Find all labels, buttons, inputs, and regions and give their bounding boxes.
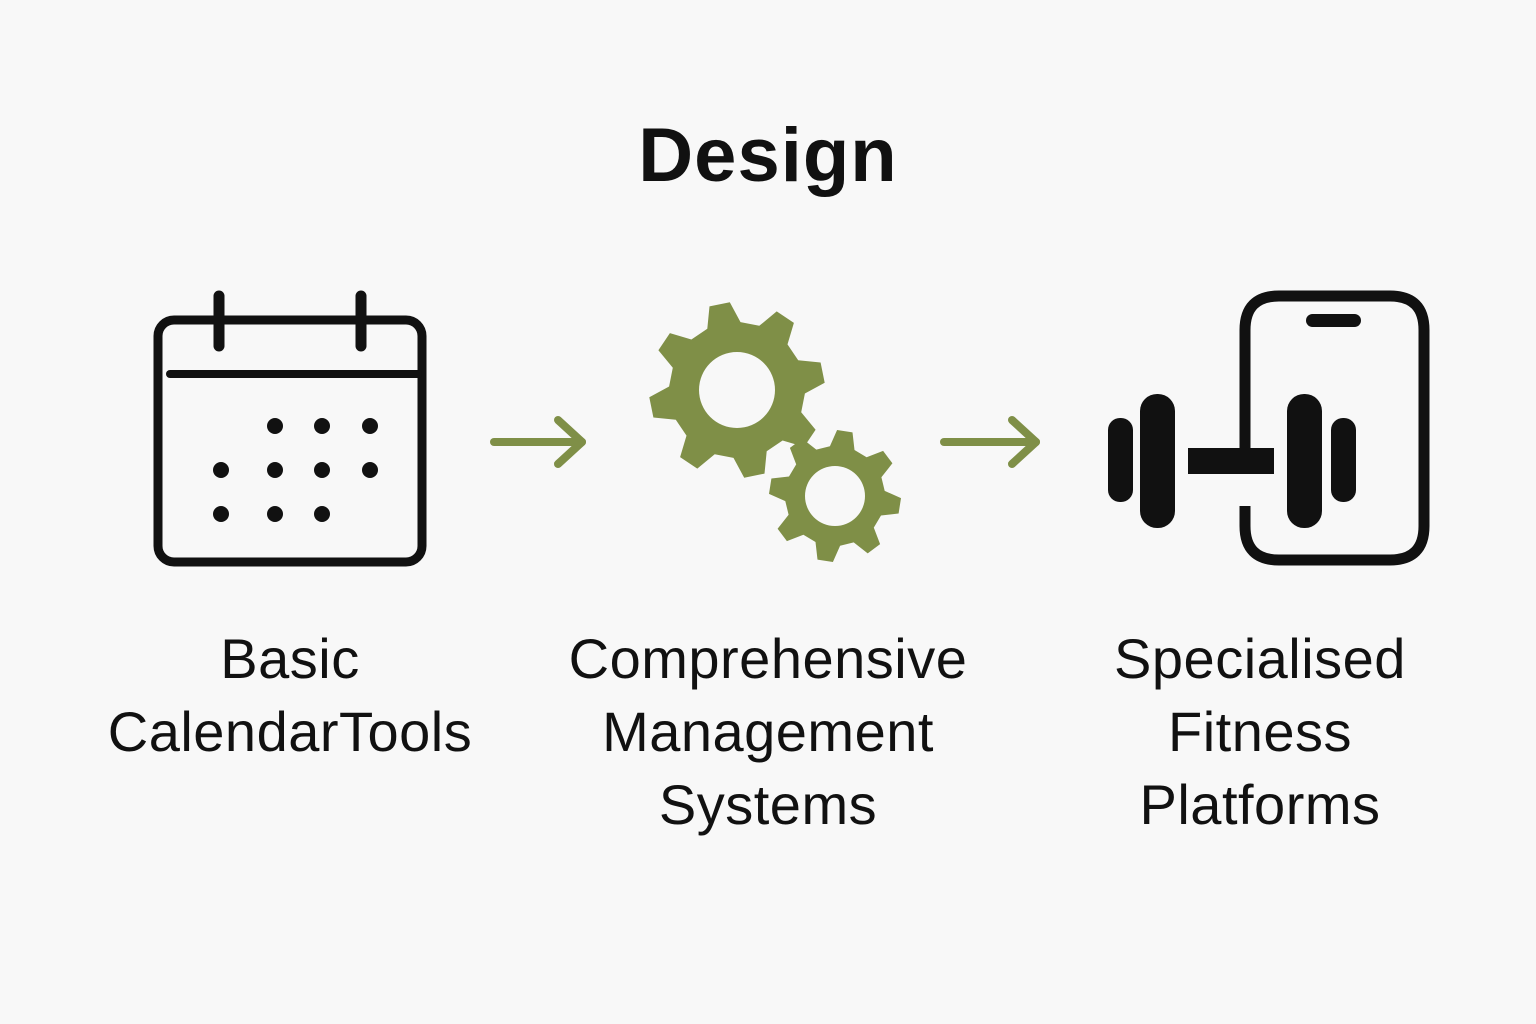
small-gear-icon [769,430,901,562]
stage-label-specialised-fitness-platforms: Specialised Fitness Platforms [1060,622,1460,841]
label-line: Specialised [1114,627,1406,690]
large-gear-shape [649,302,825,478]
gears-icon [636,290,912,566]
label-line: Systems [658,773,878,836]
large-gear-icon [649,302,825,478]
stage-label-comprehensive-management-systems: Comprehensive Management Systems [526,622,1010,841]
calendar-icon [150,286,430,570]
label-line: Fitness [1168,700,1352,763]
stage-label-basic-calendar-tools: Basic CalendarTools [70,622,510,768]
label-line: CalendarTools [107,700,473,763]
phone-dumbbell-icon [1100,284,1436,574]
label-line: Comprehensive [568,627,968,690]
arrow-right-icon [486,414,592,470]
label-line: Platforms [1139,773,1381,836]
diagram-title: Design [638,113,898,198]
label-line: Management [602,700,934,763]
arrow-right-icon [936,414,1046,470]
small-gear-shape [769,430,901,562]
label-line: Basic [220,627,360,690]
